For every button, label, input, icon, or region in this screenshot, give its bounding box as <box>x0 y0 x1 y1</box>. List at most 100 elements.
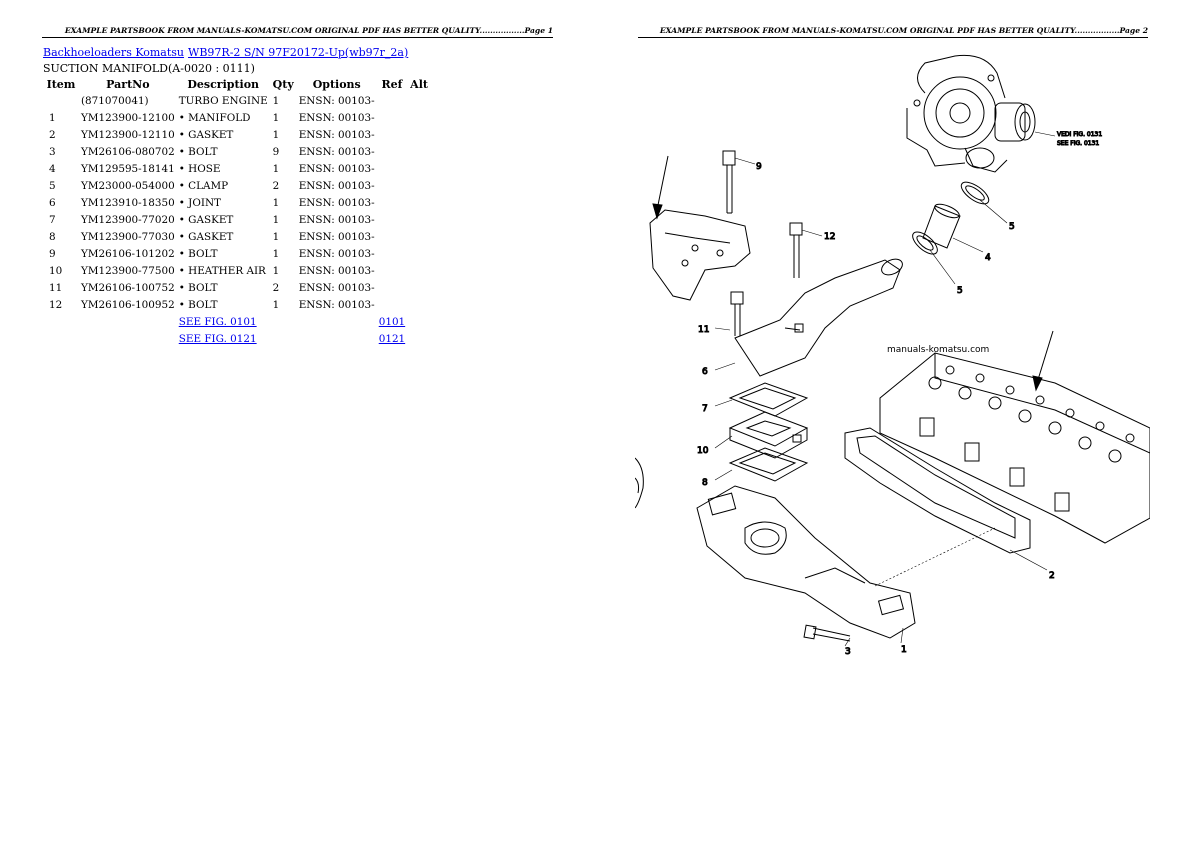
diagram-page: EXAMPLE PARTSBOOK FROM MANUALS-KOMATSU.C… <box>595 0 1190 842</box>
callout-5-lower: 5 <box>957 286 963 296</box>
qty-cell: 1 <box>272 298 280 311</box>
qty-cell: 1 <box>272 230 280 243</box>
alt-cell <box>407 245 431 262</box>
arrow-indicator-right <box>1032 330 1054 392</box>
callout-5-upper: 5 <box>1009 222 1015 232</box>
ref-link[interactable]: 0121 <box>378 332 406 345</box>
ref-cell <box>377 279 407 296</box>
item-cell <box>43 92 79 109</box>
leader-lines <box>714 157 1048 647</box>
callout-12: 12 <box>824 232 835 242</box>
gasket-2-drawing <box>844 427 1031 554</box>
options-cell: ENSN: 00103- <box>298 179 375 192</box>
options-cell: ENSN: 00103- <box>298 94 375 107</box>
alt-cell <box>407 262 431 279</box>
options-cell: ENSN: 00103- <box>298 145 375 158</box>
heater-air-drawing <box>728 411 809 459</box>
exploded-parts-diagram: VEDI FIG. 0131 SEE FIG. 0131 <box>635 54 1150 658</box>
see-figure-link[interactable]: SEE FIG. 0121 <box>178 332 257 345</box>
callout-3: 3 <box>845 647 851 657</box>
gasket-8-drawing <box>728 447 809 482</box>
ref-cell <box>377 194 407 211</box>
options-cell: ENSN: 00103- <box>298 230 375 243</box>
partno-cell: YM23000-054000 <box>81 179 175 192</box>
ref-cell <box>377 296 407 313</box>
description-cell: TURBO ENGINE <box>178 94 268 107</box>
description-cell: • BOLT <box>178 145 218 158</box>
ref-cell <box>377 92 407 109</box>
alt-cell <box>407 160 431 177</box>
ref-cell <box>377 177 407 194</box>
qty-cell: 1 <box>272 247 280 260</box>
see-figure-link[interactable]: SEE FIG. 0101 <box>178 315 257 328</box>
callout-1: 1 <box>901 645 907 655</box>
watermark-text: manuals-komatsu.com <box>887 345 989 355</box>
qty-cell: 1 <box>272 162 280 175</box>
item-cell: 6 <box>49 196 56 209</box>
qty-cell: 2 <box>272 179 280 192</box>
parts-list-page: EXAMPLE PARTSBOOK FROM MANUALS-KOMATSU.C… <box>42 26 553 347</box>
column-header-ref: Ref <box>381 78 403 91</box>
ref-cell <box>377 262 407 279</box>
partno-cell: YM123900-77020 <box>81 213 175 226</box>
alt-cell <box>407 279 431 296</box>
turbocharger-drawing <box>906 54 1056 173</box>
bolt-3-drawing <box>803 624 851 642</box>
callout-9: 9 <box>756 162 762 172</box>
qty-cell: 1 <box>272 213 280 226</box>
empty-cell <box>43 313 79 330</box>
description-cell: • HEATHER AIR <box>178 264 266 277</box>
description-cell: • GASKET <box>178 128 234 141</box>
options-cell: ENSN: 00103- <box>298 281 375 294</box>
ref-link[interactable]: 0101 <box>378 315 406 328</box>
item-cell: 9 <box>49 247 56 260</box>
callout-11: 11 <box>698 325 709 335</box>
empty-cell <box>270 330 297 347</box>
item-cell: 8 <box>49 230 56 243</box>
alt-cell <box>407 296 431 313</box>
ref-cell <box>377 126 407 143</box>
arrow-indicator-left <box>652 155 669 220</box>
breadcrumb-category-link[interactable]: Backhoeloaders Komatsu <box>43 46 185 59</box>
breadcrumb-model-link[interactable]: WB97R-2 S/N 97F20172-Up(wb97r_2a) <box>188 46 409 59</box>
parts-table: Item PartNo Description Qty Options Ref … <box>43 77 431 347</box>
options-cell: ENSN: 00103- <box>298 196 375 209</box>
options-cell: ENSN: 00103- <box>298 298 375 311</box>
see-figure-row: SEE FIG. 0101 0101 <box>43 313 431 330</box>
column-header-options: Options <box>312 78 361 91</box>
partno-cell: YM26106-080702 <box>81 145 175 158</box>
page-header-2: EXAMPLE PARTSBOOK FROM MANUALS-KOMATSU.C… <box>638 26 1148 38</box>
qty-cell: 1 <box>272 196 280 209</box>
callout-4: 4 <box>985 253 991 263</box>
page-header: EXAMPLE PARTSBOOK FROM MANUALS-KOMATSU.C… <box>42 26 553 38</box>
column-header-item: Item <box>46 78 76 91</box>
cylinder-head-drawing <box>879 352 1150 544</box>
item-cell: 11 <box>49 281 63 294</box>
alt-cell <box>407 109 431 126</box>
bolt-12-drawing <box>789 222 803 278</box>
ref-cell: 0121 <box>377 330 407 347</box>
partno-cell: YM26106-100752 <box>81 281 175 294</box>
empty-cell <box>407 313 431 330</box>
options-cell: ENSN: 00103- <box>298 111 375 124</box>
description-cell: • GASKET <box>178 213 234 226</box>
empty-cell <box>270 313 297 330</box>
partno-cell: YM123900-77500 <box>81 264 175 277</box>
see-figure-row: SEE FIG. 0121 0121 <box>43 330 431 347</box>
see-figure-cell: SEE FIG. 0101 <box>177 313 270 330</box>
qty-cell: 1 <box>272 128 280 141</box>
qty-cell: 9 <box>272 145 280 158</box>
clamp-lower-drawing <box>912 231 938 255</box>
column-header-alt: Alt <box>410 78 428 91</box>
note-see-fig: SEE FIG. 0131 <box>1057 140 1099 147</box>
description-cell: • BOLT <box>178 247 218 260</box>
